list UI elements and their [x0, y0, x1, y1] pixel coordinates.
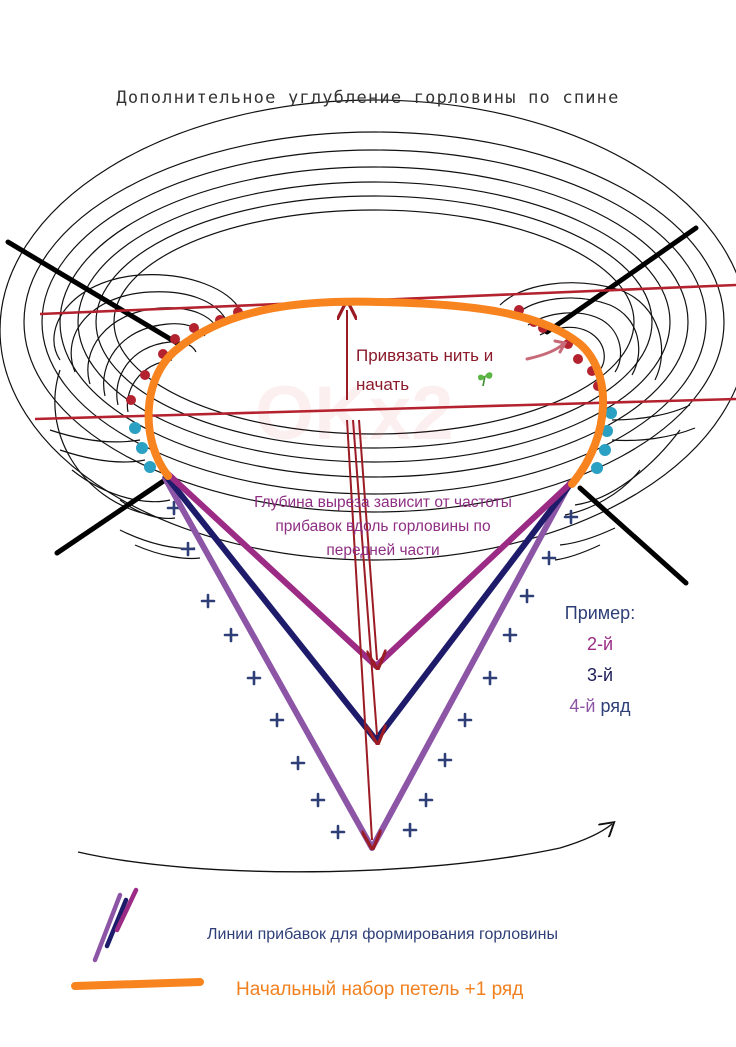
anchor-annotation: Привязать нить и начать [356, 341, 536, 399]
example-block: Пример: 2-й 3-й 4-й ряд [540, 598, 660, 722]
anchor-line-2: начать [356, 375, 410, 394]
depth-arrows [347, 310, 377, 840]
initial-cast-on-neckline [144, 297, 608, 488]
arrow-icon [525, 339, 568, 361]
black-diagonals [5, 225, 699, 586]
depth-line-2: прибавок вдоль горловины по [275, 518, 491, 535]
watermark: OKx2 [255, 371, 454, 456]
legend-increase-lines-icon [92, 887, 139, 963]
example-row-4: 4-й ряд [540, 691, 660, 722]
page-title: Дополнительное углубление горловины по с… [116, 88, 620, 108]
sprout-icon [477, 372, 493, 387]
depth-line-1: Глубина выреза зависит от частоты [254, 494, 512, 511]
depth-line-3: передней части [326, 542, 440, 559]
legend-cast-on-line [71, 978, 204, 990]
outer-rows [0, 99, 736, 561]
example-row-word: ряд [600, 696, 631, 716]
anchor-line-1: Привязать нить и [356, 346, 494, 365]
legend-cast-on-label: Начальный набор петель +1 ряд [236, 979, 524, 1000]
left-row-arcs [49, 274, 241, 463]
example-title: Пример: [564, 603, 636, 623]
direction-arrow [77, 824, 612, 873]
depth-annotation: Глубина выреза зависит от частоты прибав… [220, 491, 546, 563]
navy-crosses [166, 500, 579, 840]
legend-increase-lines-label: Линии прибавок для формирования горловин… [207, 926, 558, 943]
example-row-4-number: 4-й [569, 696, 596, 716]
example-row-3: 3-й [586, 665, 614, 685]
example-row-2: 2-й [586, 634, 614, 654]
